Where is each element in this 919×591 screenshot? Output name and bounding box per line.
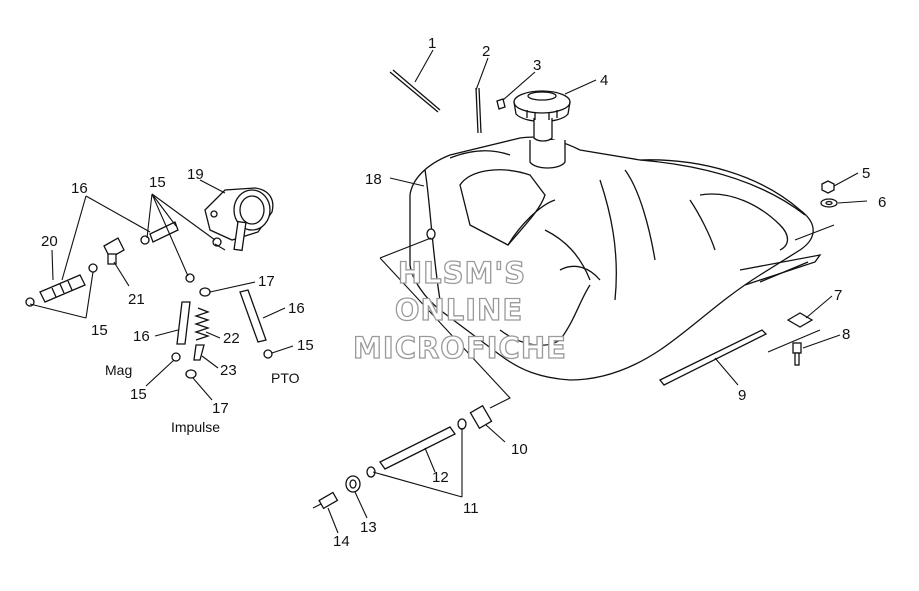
watermark-line-1: HLSM'S bbox=[398, 256, 526, 290]
callout-13: 13 bbox=[360, 519, 377, 536]
part-14-fitting bbox=[312, 491, 339, 510]
part-23-sleeve bbox=[193, 344, 205, 361]
part-22-spring bbox=[193, 307, 211, 341]
callout-15-left: 15 bbox=[91, 322, 108, 339]
callout-numbers: 1 2 3 4 5 6 7 8 9 10 11 12 13 14 15 15 1… bbox=[41, 35, 886, 550]
fuel-tank bbox=[409, 136, 822, 381]
callout-23: 23 bbox=[220, 362, 237, 379]
callout-17-lower: 17 bbox=[212, 400, 229, 417]
callout-14: 14 bbox=[333, 533, 350, 550]
callout-17-upper: 17 bbox=[258, 273, 275, 290]
part-1-strap bbox=[389, 69, 441, 113]
watermark-line-2: ONLINE bbox=[395, 293, 523, 327]
callout-16-top: 16 bbox=[71, 180, 88, 197]
callout-7: 7 bbox=[834, 287, 842, 304]
captions: Mag Impulse PTO bbox=[105, 362, 300, 435]
part-7-pad bbox=[786, 312, 814, 328]
part-21-tee-fitting bbox=[103, 237, 125, 265]
watermark: HLSM'S ONLINE MICROFICHE bbox=[352, 255, 567, 365]
callout-3: 3 bbox=[533, 57, 541, 74]
callout-8: 8 bbox=[842, 326, 850, 343]
part-2-vent-line bbox=[475, 87, 482, 134]
callout-6: 6 bbox=[878, 194, 886, 211]
part-20-fuel-filter bbox=[25, 274, 86, 307]
leader-lines bbox=[29, 49, 868, 534]
callout-22: 22 bbox=[223, 330, 240, 347]
part-19-fuel-pump bbox=[204, 187, 274, 252]
hose-16-pto bbox=[239, 289, 267, 343]
callout-11: 11 bbox=[463, 500, 479, 517]
watermark-line-3: MICROFICHE bbox=[353, 331, 567, 365]
caption-impulse: Impulse bbox=[171, 419, 220, 435]
part-9-strap bbox=[658, 329, 768, 386]
part-13-grommet bbox=[345, 475, 361, 493]
caption-mag: Mag bbox=[105, 362, 132, 378]
callout-10: 10 bbox=[511, 441, 528, 458]
callout-16-right: 16 bbox=[288, 300, 305, 317]
callout-4: 4 bbox=[600, 72, 608, 89]
callout-20: 20 bbox=[41, 233, 58, 250]
callout-15-mag: 15 bbox=[130, 386, 147, 403]
clamps-15 bbox=[88, 235, 273, 362]
callout-5: 5 bbox=[862, 165, 870, 182]
part-3-clip bbox=[496, 98, 506, 110]
callout-2: 2 bbox=[482, 43, 490, 60]
callout-21: 21 bbox=[128, 291, 145, 308]
part-8-bolt bbox=[792, 342, 802, 366]
hose-16-lower-left bbox=[176, 301, 191, 345]
fuel-cap bbox=[513, 90, 571, 142]
callout-12: 12 bbox=[432, 469, 449, 486]
part-5-nut bbox=[821, 180, 835, 194]
callout-16-mid: 16 bbox=[133, 328, 150, 345]
part-12-fuel-hose bbox=[379, 426, 456, 470]
clamps-17 bbox=[185, 287, 211, 379]
callout-15-top: 15 bbox=[149, 174, 166, 191]
callout-1: 1 bbox=[428, 35, 436, 52]
part-6-washer bbox=[820, 198, 838, 208]
callout-9: 9 bbox=[738, 387, 746, 404]
hose-16-upper bbox=[149, 221, 179, 243]
callout-18: 18 bbox=[365, 171, 382, 188]
callout-19: 19 bbox=[187, 166, 204, 183]
callout-15-pto: 15 bbox=[297, 337, 314, 354]
caption-pto: PTO bbox=[271, 370, 300, 386]
